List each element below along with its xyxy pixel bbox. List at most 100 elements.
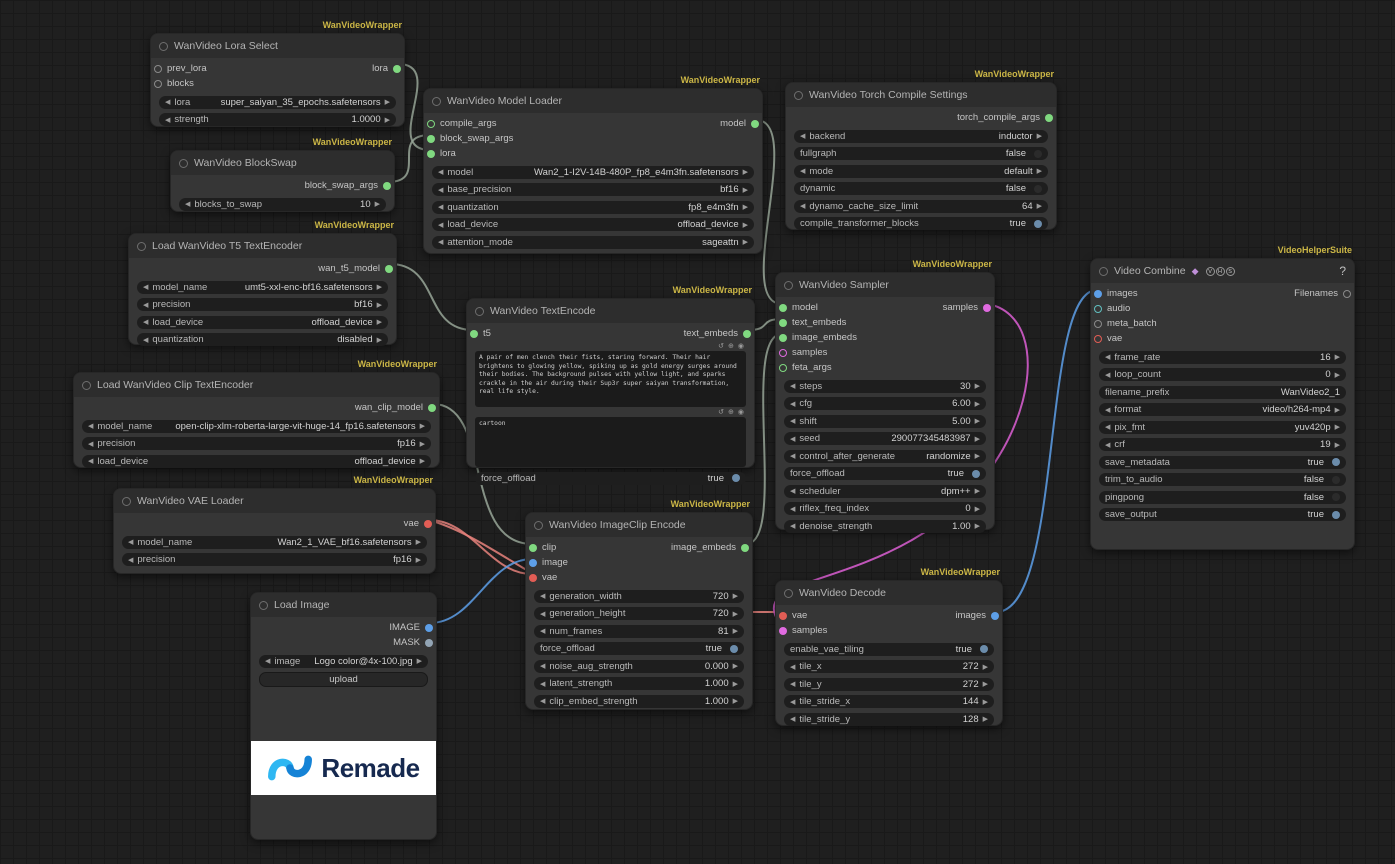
wire-imageembeds-to-sampler[interactable]: [745, 333, 783, 545]
increment-arrow[interactable]: ▶: [974, 523, 980, 530]
decrement-arrow[interactable]: ◀: [790, 698, 796, 706]
collapse-dot[interactable]: [137, 241, 146, 251]
input-slot-vae[interactable]: vae: [1094, 333, 1122, 344]
toggle-knob[interactable]: [1332, 510, 1340, 519]
decrement-arrow[interactable]: ◀: [88, 440, 94, 448]
increment-arrow[interactable]: ▶: [1334, 406, 1340, 414]
input-slot-audio[interactable]: audio: [1094, 303, 1130, 314]
wire-image-to-imageclip[interactable]: [429, 558, 533, 624]
decrement-arrow[interactable]: ◀: [790, 435, 796, 443]
input-slot-vae[interactable]: vae: [529, 572, 557, 583]
decrement-arrow[interactable]: ◀: [540, 628, 546, 635]
increment-arrow[interactable]: ▶: [376, 336, 382, 344]
increment-arrow[interactable]: ▶: [974, 488, 980, 495]
textarea-icon-2[interactable]: ◉: [737, 343, 744, 350]
decrement-arrow[interactable]: ◀: [790, 453, 796, 460]
increment-arrow[interactable]: ▶: [732, 680, 738, 688]
input-slot-text_embeds[interactable]: text_embeds: [779, 317, 846, 328]
decrement-arrow[interactable]: ◀: [790, 505, 796, 513]
decrement-arrow[interactable]: ◀: [540, 680, 546, 688]
toggle-knob[interactable]: [972, 469, 980, 478]
help-icon[interactable]: ?: [1339, 264, 1346, 278]
collapse-dot[interactable]: [794, 90, 803, 100]
output-dot-text_embeds[interactable]: [743, 329, 751, 338]
output-dot-wan_t5_model[interactable]: [385, 264, 393, 273]
decrement-arrow[interactable]: ◀: [800, 133, 806, 140]
decrement-arrow[interactable]: ◀: [1105, 424, 1111, 431]
node-titlebar[interactable]: WanVideo Decode: [776, 581, 1002, 605]
decrement-arrow[interactable]: ◀: [438, 186, 444, 194]
input-dot-samples[interactable]: [779, 348, 787, 357]
output-slot-vae[interactable]: vae: [404, 518, 432, 529]
decrement-arrow[interactable]: ◀: [790, 418, 796, 425]
decrement-arrow[interactable]: ◀: [1105, 441, 1111, 449]
node-titlebar[interactable]: WanVideo BlockSwap: [171, 151, 394, 175]
increment-arrow[interactable]: ▶: [974, 453, 980, 460]
decrement-arrow[interactable]: ◀: [143, 301, 149, 309]
toggle-knob[interactable]: [1332, 493, 1340, 501]
increment-arrow[interactable]: ▶: [974, 418, 980, 425]
output-dot-lora[interactable]: [393, 64, 401, 73]
input-slot-meta_batch[interactable]: meta_batch: [1094, 318, 1157, 329]
increment-arrow[interactable]: ▶: [419, 440, 425, 448]
decrement-arrow[interactable]: ◀: [790, 523, 796, 530]
increment-arrow[interactable]: ▶: [742, 169, 748, 176]
increment-arrow[interactable]: ▶: [374, 201, 380, 208]
decrement-arrow[interactable]: ◀: [540, 698, 546, 705]
textarea-icon-1[interactable]: ⊕: [728, 343, 734, 350]
increment-arrow[interactable]: ▶: [974, 383, 980, 390]
increment-arrow[interactable]: ▶: [732, 698, 738, 705]
input-dot-vae[interactable]: [1094, 334, 1102, 343]
input-slot-images[interactable]: images: [1094, 288, 1138, 299]
toggle-knob[interactable]: [980, 645, 988, 653]
input-dot-model[interactable]: [779, 303, 787, 312]
decrement-arrow[interactable]: ◀: [143, 336, 149, 344]
input-dot-prev_lora[interactable]: [154, 64, 162, 73]
input-dot-lora[interactable]: [427, 149, 435, 158]
decrement-arrow[interactable]: ◀: [185, 201, 191, 208]
toggle-knob[interactable]: [1034, 219, 1042, 228]
output-slot-block_swap_args[interactable]: block_swap_args: [305, 180, 391, 191]
toggle-knob[interactable]: [1034, 149, 1042, 158]
input-dot-images[interactable]: [1094, 289, 1102, 298]
textarea-icon-2[interactable]: ◉: [737, 409, 744, 416]
decrement-arrow[interactable]: ◀: [540, 593, 546, 600]
decrement-arrow[interactable]: ◀: [265, 658, 271, 665]
increment-arrow[interactable]: ▶: [732, 663, 738, 670]
increment-arrow[interactable]: ▶: [1036, 203, 1042, 210]
increment-arrow[interactable]: ▶: [415, 556, 421, 564]
toggle-knob[interactable]: [730, 644, 738, 653]
input-slot-blocks[interactable]: blocks: [154, 78, 194, 89]
input-dot-clip[interactable]: [529, 543, 537, 552]
input-dot-audio[interactable]: [1094, 304, 1102, 313]
collapse-dot[interactable]: [534, 520, 543, 530]
collapse-dot[interactable]: [259, 600, 268, 610]
node-titlebar[interactable]: WanVideo TextEncode: [467, 299, 754, 323]
output-slot-Filenames[interactable]: Filenames: [1294, 288, 1351, 299]
decrement-arrow[interactable]: ◀: [790, 383, 796, 390]
increment-arrow[interactable]: ▶: [732, 593, 738, 600]
